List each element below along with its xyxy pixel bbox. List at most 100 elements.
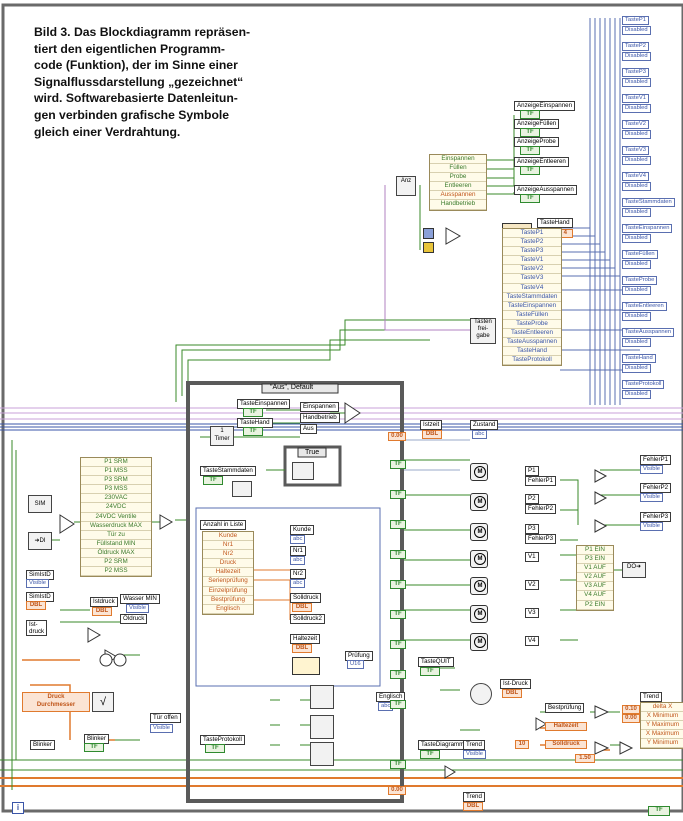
gate-triangle xyxy=(595,470,606,482)
trend-indicator-bottom: Trend xyxy=(463,792,485,802)
stammdaten-subvi[interactable] xyxy=(232,481,252,497)
disabled-property: Disabled xyxy=(622,26,651,35)
tf-terminal: TF xyxy=(390,580,406,589)
report-subvi[interactable] xyxy=(310,742,334,766)
graph-subvi[interactable] xyxy=(310,685,334,709)
inner-case-selector[interactable]: True xyxy=(305,449,319,457)
tf-indicator: TF xyxy=(520,110,540,119)
tf-indicator: TF xyxy=(84,743,104,752)
solldruck-control[interactable]: Solldruck xyxy=(545,740,587,749)
value-10: 10 xyxy=(515,740,529,749)
dialog-subvi[interactable] xyxy=(292,462,314,480)
gauge-icon xyxy=(470,683,492,705)
taste-diagramm-ctrl[interactable]: TasteDiagramm xyxy=(418,740,467,750)
sensor-item: Öldruck MAX xyxy=(81,549,151,558)
di-label: DI xyxy=(40,538,46,544)
visible-property: Visible xyxy=(463,750,486,759)
fehler-indicator: FehlerP2 xyxy=(640,483,671,493)
do-terminal[interactable]: DO➜ xyxy=(622,562,646,578)
blinker-control[interactable]: Blinker xyxy=(30,740,55,750)
dbl-terminal: DBL xyxy=(26,601,46,610)
tf-terminal: TF xyxy=(390,520,406,529)
gate-triangle xyxy=(445,766,455,778)
color-box-blue xyxy=(423,228,434,239)
record-item: Druck xyxy=(203,559,253,568)
dbl-terminal: DBL xyxy=(92,607,112,616)
sim-terminal[interactable]: SIM xyxy=(28,495,52,513)
disabled-property: Disabled xyxy=(622,390,651,399)
taste-property: TasteFüllen xyxy=(622,250,658,259)
trend-properties: delta X X Minimum Y Maximum X Maximum Y … xyxy=(640,702,683,749)
tf-indicator: TF xyxy=(243,408,263,417)
trend-prop: Y Minimum xyxy=(641,739,683,748)
sensor-item: P3 SRM xyxy=(81,476,151,485)
taste-stammdaten-ctrl[interactable]: TasteStammdaten xyxy=(200,466,256,476)
solldruck-indicator: Solldruck xyxy=(290,593,321,603)
record-item: Einzelprüfung xyxy=(203,587,253,596)
motor-m-icon: M xyxy=(474,608,486,620)
mode-item: Probe xyxy=(430,173,486,182)
tf-terminal: TF xyxy=(390,700,406,709)
taste-item: TasteHand xyxy=(503,347,561,356)
mode-item: Handbetrieb xyxy=(430,200,486,209)
taste-property: TasteProbe xyxy=(622,276,657,285)
motor-label: V1 xyxy=(525,552,539,562)
taste-item: TasteP1 xyxy=(503,229,561,238)
info-icon[interactable]: i xyxy=(12,802,24,814)
motor-label: FehlerP1 xyxy=(525,476,556,486)
taste-property: TasteEinspannen xyxy=(622,224,672,233)
taste-item: TasteAusspannen xyxy=(503,338,561,347)
taste-property: TasteProtokoll xyxy=(622,380,664,389)
motor-m-icon: M xyxy=(474,580,486,592)
caption-line: wird. Softwarebasierte Datenleitun- xyxy=(34,91,238,105)
build-array-icon xyxy=(292,657,320,675)
output-item: V3 AUF xyxy=(577,582,613,591)
sensor-item: P2 SRM xyxy=(81,558,151,567)
sqrt-function[interactable]: √ xyxy=(92,692,114,712)
motor-label: V4 xyxy=(525,636,539,646)
visible-property: Visible xyxy=(640,493,663,502)
taste-item: TasteV2 xyxy=(503,265,561,274)
tf-line: Tasten xyxy=(471,319,495,326)
solldruck2-indicator: Solldruck2 xyxy=(290,614,325,624)
tf-indicator: TF xyxy=(420,750,440,759)
nr2-indicator: Nr2 xyxy=(290,569,306,579)
tf-indicator: TF xyxy=(243,427,263,436)
haltezeit-control[interactable]: Haltezeit xyxy=(545,722,587,731)
abc-terminal: abc xyxy=(472,430,487,439)
chart-subvi[interactable] xyxy=(310,715,334,739)
figure-caption: Bild 3. Das Blockdiagramm repräsen- tier… xyxy=(34,24,296,140)
sensor-item: 24VDC Ventile xyxy=(81,513,151,522)
disabled-property: Disabled xyxy=(622,208,651,217)
anzahl-in-liste: Anzahl in Liste xyxy=(200,520,246,530)
case-selector-label[interactable]: "Aus", Default xyxy=(270,384,313,392)
di-terminal[interactable]: ➜DI xyxy=(28,532,52,550)
ist-druck-control[interactable]: Ist-druck xyxy=(26,620,47,636)
visible-property: Visible xyxy=(126,604,149,613)
tf-terminal: TF xyxy=(390,550,406,559)
tf-indicator: TF xyxy=(420,667,440,676)
trend-prop: X Minimum xyxy=(641,712,683,721)
timer-line: Timer xyxy=(211,435,233,443)
disabled-property: Disabled xyxy=(622,364,651,373)
sensor-item: P3 MSS xyxy=(81,485,151,494)
motor-v1: M xyxy=(470,550,488,568)
taste-item: TasteV3 xyxy=(503,274,561,283)
tasten-freigabe-subvi[interactable]: Tasten frei- gabe xyxy=(470,318,496,344)
output-item: P3 EIN xyxy=(577,555,613,564)
caption-line: tiert den eigentlichen Programm- xyxy=(34,42,225,56)
motor-p3: M xyxy=(470,523,488,541)
output-item: P2 EIN xyxy=(577,601,613,610)
sensor-item: Füllstand MIN xyxy=(81,540,151,549)
abc-terminal: abc xyxy=(290,579,305,588)
taste-item: TasteEinspannen xyxy=(503,302,561,311)
taste-item: TasteP3 xyxy=(503,247,561,256)
motor-m-icon: M xyxy=(474,466,486,478)
taste-quit-ctrl[interactable]: TasteQUIT xyxy=(418,657,454,667)
gate-triangle xyxy=(595,492,606,504)
gate-triangle xyxy=(620,742,632,754)
gate-triangle xyxy=(595,742,608,754)
anz-selector[interactable]: Anz xyxy=(396,176,416,196)
